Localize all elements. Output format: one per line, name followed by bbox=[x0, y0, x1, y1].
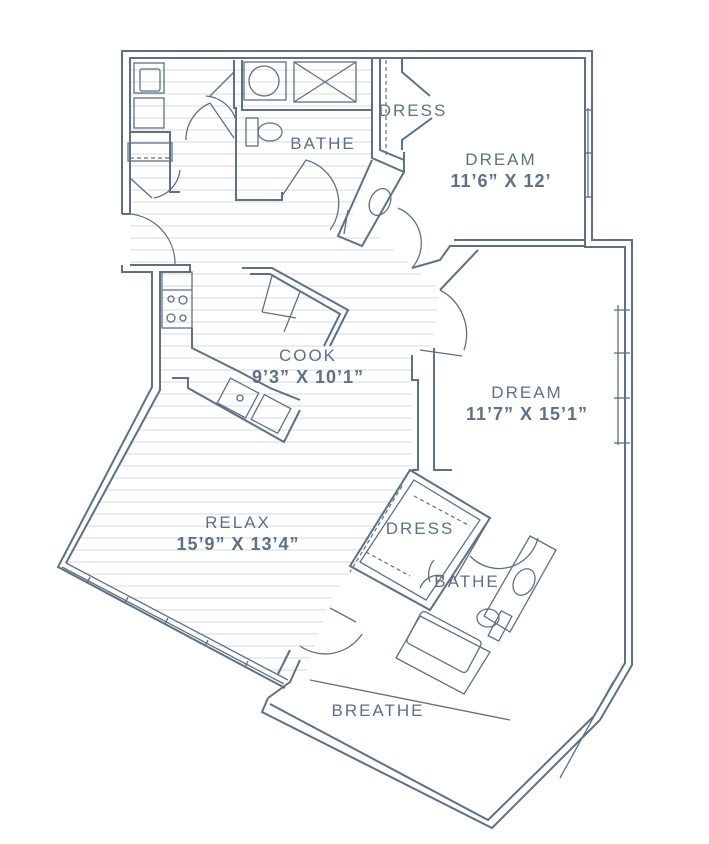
dream1-windows bbox=[584, 108, 592, 198]
room-name: BREATHE bbox=[331, 701, 425, 720]
room-label-relax: RELAX 15’9” X 13’4” bbox=[176, 512, 299, 556]
room-label-cook: COOK 9’3” X 10’1” bbox=[252, 345, 364, 389]
room-name: DRESS bbox=[385, 519, 455, 538]
dream1-walls bbox=[411, 239, 585, 351]
dream2-windows bbox=[559, 305, 630, 779]
room-name: DRESS bbox=[378, 101, 448, 120]
room-dimensions: 15’9” X 13’4” bbox=[176, 534, 300, 555]
room-label-dress-2: DRESS bbox=[386, 518, 455, 539]
room-name: BATHE bbox=[434, 572, 500, 591]
powder-vanity bbox=[336, 159, 422, 269]
laundry-area bbox=[127, 62, 180, 199]
interior-walls bbox=[411, 348, 463, 471]
room-name: DREAM bbox=[491, 383, 563, 402]
room-label-dream-1: DREAM 11’6” X 12’ bbox=[450, 149, 551, 193]
room-label-bathe-1: BATHE bbox=[290, 133, 355, 154]
relax-windows bbox=[61, 562, 289, 685]
room-label-dream-2: DREAM 11’7” X 15’1” bbox=[466, 382, 588, 426]
room-name: DREAM bbox=[465, 150, 537, 169]
room-label-dress-1: DRESS bbox=[379, 100, 448, 121]
kitchen bbox=[161, 267, 350, 444]
room-name: COOK bbox=[278, 346, 338, 365]
room-name: RELAX bbox=[205, 513, 271, 532]
room-dimensions: 11’6” X 12’ bbox=[450, 171, 552, 192]
room-dimensions: 11’7” X 15’1” bbox=[465, 404, 589, 425]
balcony bbox=[267, 649, 511, 721]
room-name: BATHE bbox=[290, 134, 356, 153]
master-suite bbox=[299, 468, 557, 695]
room-label-breathe: BREATHE bbox=[331, 700, 424, 721]
room-label-bathe-2: BATHE bbox=[434, 571, 499, 592]
room-dimensions: 9’3” X 10’1” bbox=[251, 367, 365, 388]
bathroom-1 bbox=[129, 60, 372, 265]
dress-closet-1 bbox=[371, 58, 433, 174]
